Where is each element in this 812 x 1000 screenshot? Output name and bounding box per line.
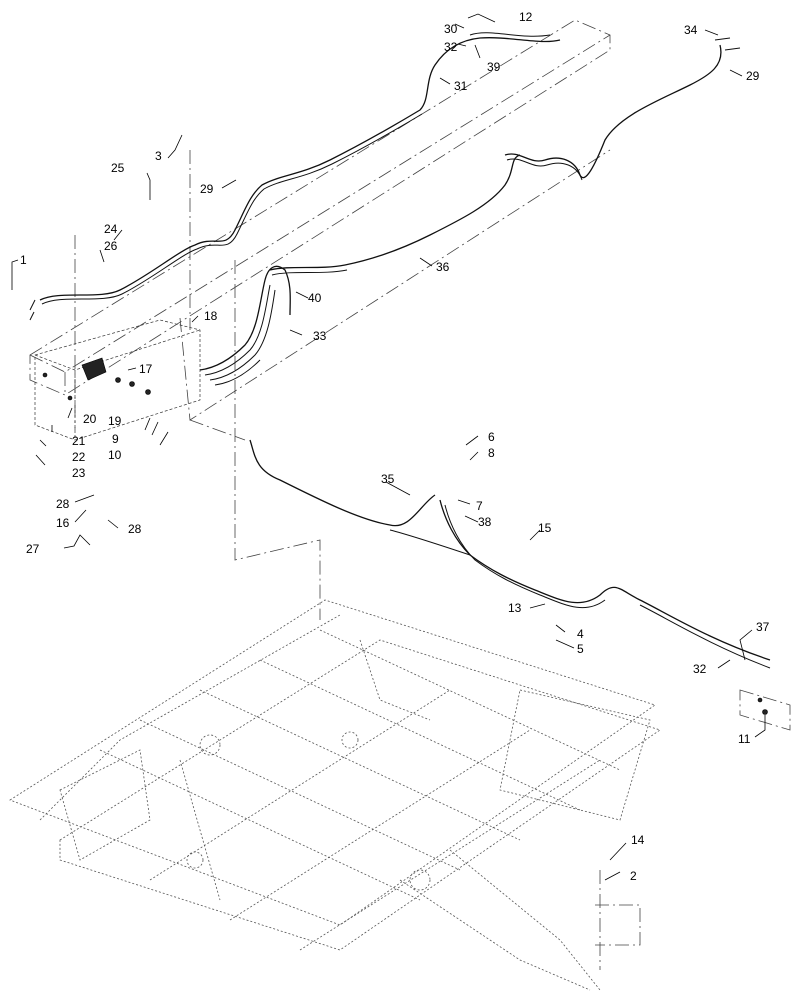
callout-27: 27 (26, 542, 40, 556)
hose-36 (269, 154, 521, 276)
hose-upper-right (504, 37, 741, 181)
callout-22: 22 (72, 450, 86, 464)
callout-1: 1 (20, 253, 27, 267)
leader-lines (11, 13, 766, 881)
callout-40: 40 (308, 291, 322, 305)
callout-12: 12 (519, 10, 533, 24)
mounting-bracket-outline (34, 319, 201, 441)
callout-labels: 1 2 3 4 5 6 7 8 9 10 11 12 13 14 15 16 1… (20, 10, 770, 883)
lower-mount-outline (595, 689, 791, 970)
callout-7: 7 (476, 499, 483, 513)
callout-15: 15 (538, 521, 552, 535)
callout-20: 20 (83, 412, 97, 426)
callout-39: 39 (487, 60, 501, 74)
callout-19: 19 (108, 414, 122, 428)
callout-14: 14 (631, 833, 645, 847)
callout-38: 38 (478, 515, 492, 529)
callout-6: 6 (488, 430, 495, 444)
callout-30: 30 (444, 22, 458, 36)
callout-31: 31 (454, 79, 468, 93)
hose-upper-left (29, 32, 561, 321)
callout-21: 21 (72, 434, 86, 448)
callout-35: 35 (381, 472, 395, 486)
callout-32-bottom: 32 (693, 662, 707, 676)
callout-8: 8 (488, 446, 495, 460)
callout-11: 11 (738, 732, 751, 746)
callout-37: 37 (756, 620, 770, 634)
callout-16: 16 (56, 516, 70, 530)
callout-4: 4 (577, 627, 584, 641)
callout-36: 36 (436, 260, 450, 274)
phantom-beam (29, 19, 611, 620)
hose-35-37 (249, 439, 771, 669)
callout-28-left: 28 (56, 497, 70, 511)
callout-29-left: 29 (200, 182, 214, 196)
callout-3: 3 (155, 149, 162, 163)
callout-28-right: 28 (128, 522, 142, 536)
implement-frame (9, 599, 661, 991)
callout-18: 18 (204, 309, 218, 323)
callout-34: 34 (684, 23, 698, 37)
hose-33-40 (199, 265, 291, 386)
callout-9: 9 (112, 432, 119, 446)
callout-17: 17 (139, 362, 153, 376)
callout-23: 23 (72, 466, 86, 480)
callout-32-top: 32 (444, 40, 458, 54)
callout-2: 2 (630, 869, 637, 883)
callout-13: 13 (508, 601, 522, 615)
callout-29-right: 29 (746, 69, 760, 83)
callout-26: 26 (104, 239, 118, 253)
callout-33: 33 (313, 329, 327, 343)
callout-25: 25 (111, 161, 125, 175)
callout-24: 24 (104, 222, 118, 236)
callout-10: 10 (108, 448, 122, 462)
callout-5: 5 (577, 642, 584, 656)
